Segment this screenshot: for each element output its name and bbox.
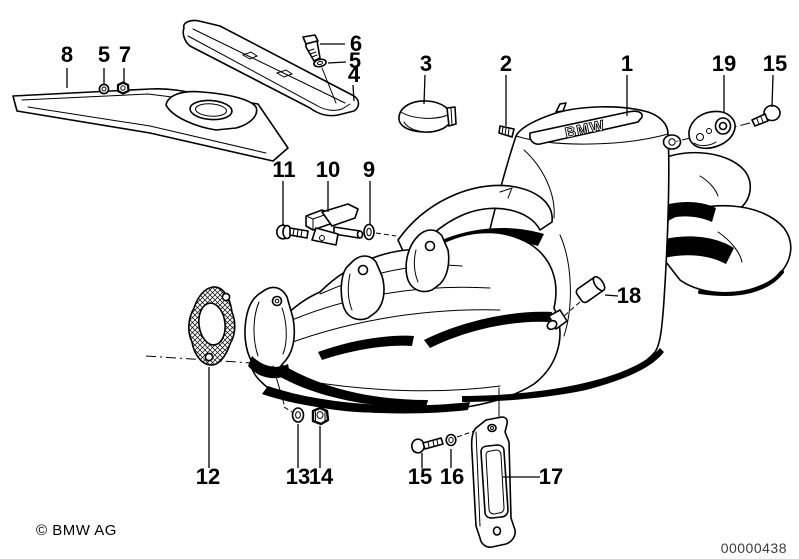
callout-16-19[interactable]: 16 bbox=[440, 449, 464, 489]
callout-number[interactable]: 6 bbox=[350, 31, 362, 56]
callout-1-8[interactable]: 1 bbox=[621, 51, 633, 116]
callout-number[interactable]: 12 bbox=[196, 464, 220, 489]
callout-number[interactable]: 16 bbox=[440, 464, 464, 489]
bracket-axis-line bbox=[673, 122, 751, 143]
bracket-17 bbox=[470, 416, 516, 548]
gasket-12 bbox=[188, 286, 236, 366]
bolt-11 bbox=[275, 224, 309, 240]
callout-number[interactable]: 2 bbox=[500, 51, 512, 76]
bracket-10 bbox=[305, 203, 364, 246]
callout-5-4[interactable]: 5 bbox=[327, 48, 361, 73]
callout-12-15[interactable]: 12 bbox=[196, 367, 220, 489]
callout-number[interactable]: 11 bbox=[272, 157, 295, 182]
washer-axis-line bbox=[375, 232, 397, 237]
callout-number[interactable]: 15 bbox=[408, 464, 432, 489]
washer-5-upper bbox=[313, 58, 337, 104]
leader-line bbox=[423, 74, 426, 105]
bolt-15-top bbox=[751, 104, 781, 127]
callout-number[interactable]: 4 bbox=[348, 62, 361, 87]
callout-3-6[interactable]: 3 bbox=[420, 51, 432, 105]
callout-2-7[interactable]: 2 bbox=[500, 51, 512, 126]
callout-number[interactable]: 18 bbox=[617, 283, 641, 308]
washer-9 bbox=[363, 223, 375, 241]
nut-14 bbox=[311, 406, 330, 426]
stud-axis-line bbox=[283, 406, 293, 413]
callout-18-14[interactable]: 18 bbox=[604, 283, 641, 308]
washer-16 bbox=[445, 433, 457, 447]
manifold-bottom-shadow bbox=[462, 348, 664, 402]
callout-number[interactable]: 9 bbox=[363, 157, 375, 182]
callout-19-9[interactable]: 19 bbox=[712, 51, 736, 112]
callout-9-13[interactable]: 9 bbox=[363, 157, 375, 225]
plenum-side-boss bbox=[662, 134, 682, 150]
callout-number[interactable]: 1 bbox=[621, 51, 633, 76]
flange-ear-3 bbox=[405, 229, 450, 293]
callout-17-20[interactable]: 17 bbox=[503, 464, 563, 489]
callout-15-18[interactable]: 15 bbox=[408, 453, 432, 489]
manifold-right-runners bbox=[654, 151, 792, 296]
washer-5-left bbox=[98, 83, 110, 95]
plug-18 bbox=[575, 275, 606, 304]
callout-number[interactable]: 14 bbox=[309, 464, 334, 489]
callout-4-5[interactable]: 4 bbox=[348, 62, 361, 102]
callout-number[interactable]: 3 bbox=[420, 51, 432, 76]
callout-number[interactable]: 5 bbox=[349, 48, 361, 73]
cover-plate-upper bbox=[182, 19, 360, 117]
callout-10-12[interactable]: 10 bbox=[316, 157, 340, 212]
doc-number: 00000438 bbox=[720, 540, 787, 556]
bolt-2 bbox=[498, 125, 515, 138]
callout-14-17[interactable]: 14 bbox=[309, 426, 334, 489]
callout-5-1[interactable]: 5 bbox=[98, 42, 110, 84]
bracket-19 bbox=[688, 110, 736, 150]
leader-line bbox=[771, 74, 774, 108]
bolt-15-bottom bbox=[410, 437, 444, 454]
cover-plate-lower bbox=[12, 88, 289, 162]
flange-ear-2 bbox=[340, 255, 385, 321]
leader-line bbox=[604, 294, 619, 297]
bolt-6 bbox=[302, 34, 321, 62]
nut-7 bbox=[116, 81, 130, 95]
runner-flange bbox=[244, 286, 296, 379]
callout-11-11[interactable]: 11 bbox=[272, 157, 296, 225]
gasket-axis-line bbox=[145, 355, 253, 364]
callout-number[interactable]: 13 bbox=[286, 464, 310, 489]
callout-6-3[interactable]: 6 bbox=[320, 31, 362, 56]
cap-3 bbox=[398, 100, 457, 133]
callout-number[interactable]: 10 bbox=[316, 157, 340, 182]
callout-15-10[interactable]: 15 bbox=[763, 51, 787, 108]
callout-number[interactable]: 19 bbox=[712, 51, 736, 76]
callout-13-16[interactable]: 13 bbox=[286, 424, 310, 489]
plug-axis-line bbox=[563, 301, 581, 317]
stud-line bbox=[272, 365, 285, 405]
hose-nipple bbox=[546, 309, 568, 331]
copyright-text: © BMW AG bbox=[36, 522, 117, 539]
callout-number[interactable]: 5 bbox=[98, 42, 110, 67]
callout-8-0[interactable]: 8 bbox=[61, 42, 73, 88]
plate-hole bbox=[189, 99, 233, 121]
callout-number[interactable]: 15 bbox=[763, 51, 787, 76]
washer-13 bbox=[291, 407, 305, 423]
leader-line bbox=[327, 61, 347, 64]
leader-line bbox=[352, 84, 355, 102]
callout-number[interactable]: 7 bbox=[119, 42, 131, 67]
runner-bundle bbox=[250, 231, 561, 414]
callout-7-2[interactable]: 7 bbox=[119, 42, 131, 83]
callout-number[interactable]: 8 bbox=[61, 42, 73, 67]
callout-number[interactable]: 17 bbox=[539, 464, 563, 489]
